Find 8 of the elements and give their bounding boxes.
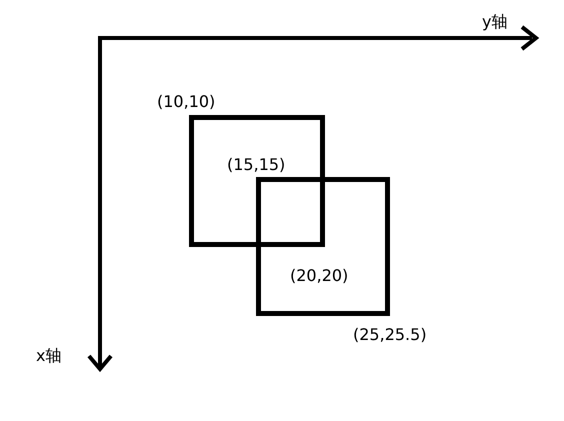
coordinate-label: (10,10)	[157, 92, 216, 112]
axis-label: y轴	[482, 12, 508, 32]
coordinate-label: (15,15)	[227, 155, 286, 175]
axis-label: x轴	[36, 346, 62, 366]
square-outline	[189, 115, 325, 247]
coordinate-label: (25,25.5)	[353, 325, 427, 345]
coordinate-label: (20,20)	[290, 266, 348, 286]
square-outline	[256, 177, 390, 316]
